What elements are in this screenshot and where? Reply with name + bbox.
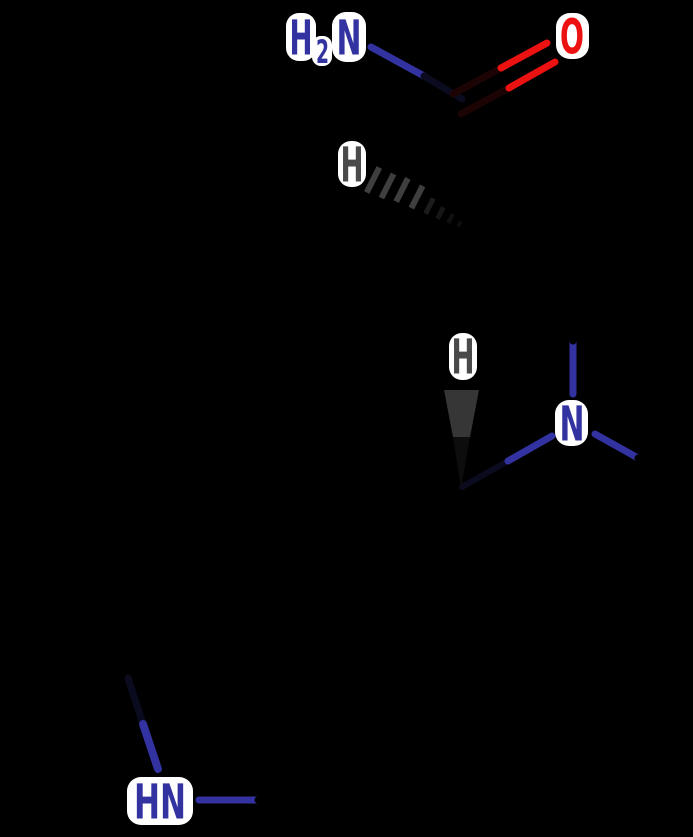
- solid-wedge-upper: [444, 390, 479, 437]
- atom-label-stereo-h-upper: H: [341, 138, 364, 194]
- hashed-wedge-bar-8: [456, 220, 463, 228]
- bond-amide-n-c-blue: [367, 43, 428, 80]
- atom-label-carbonyl-o: O: [560, 10, 584, 66]
- bond-indole-n-up-blue: [139, 720, 162, 773]
- hashed-wedge-bar-4: [408, 184, 426, 210]
- atom-label-amide-n: N: [337, 11, 362, 67]
- atom-label-bg-ring-n: [555, 400, 588, 446]
- bond-c5-ring-n-dark: [459, 458, 511, 490]
- bond-c-o-lower-red: [505, 58, 559, 92]
- atom-label-indole-hn: HN: [134, 775, 186, 831]
- bond-c-o-upper-red: [497, 39, 551, 72]
- bond-ring-n-methyl-blue: [591, 430, 642, 462]
- atom-label-bg-stereo-h-lower: [449, 333, 477, 380]
- atom-label-bg-amide-n: [332, 12, 366, 62]
- hashed-wedge-bar-2: [378, 172, 397, 200]
- hashed-wedge-bar-5: [423, 197, 436, 215]
- atom-label-amide-h: H: [290, 11, 313, 67]
- hashed-wedge-bar-3: [393, 177, 411, 203]
- solid-wedge-lower: [453, 437, 470, 488]
- atom-label-bg-amide-h: [286, 13, 316, 61]
- atom-label-stereo-h-lower: H: [452, 330, 475, 386]
- bond-c5-ring-n-blue: [504, 432, 556, 465]
- atom-label-bg-stereo-h-upper: [338, 141, 366, 187]
- hashed-wedge-bar-6: [435, 206, 446, 220]
- atom-label-ring-n: N: [560, 397, 585, 453]
- bond-c-o-lower-dark: [457, 84, 513, 118]
- bond-ring-n-methyl-dark: [634, 454, 684, 485]
- bond-indole-n-up-dark: [124, 674, 147, 728]
- atom-label-amide-h-sub2: 2: [316, 33, 329, 71]
- hashed-wedge-bar-7: [446, 213, 455, 224]
- atom-label-bg-carbonyl-o: [556, 13, 589, 59]
- bond-c-o-upper-dark: [449, 64, 505, 98]
- hashed-wedge-bar-1: [364, 166, 382, 194]
- atom-label-bg-indole-hn: [127, 777, 193, 825]
- atom-label-bg-amide-h-sub2: [312, 36, 332, 66]
